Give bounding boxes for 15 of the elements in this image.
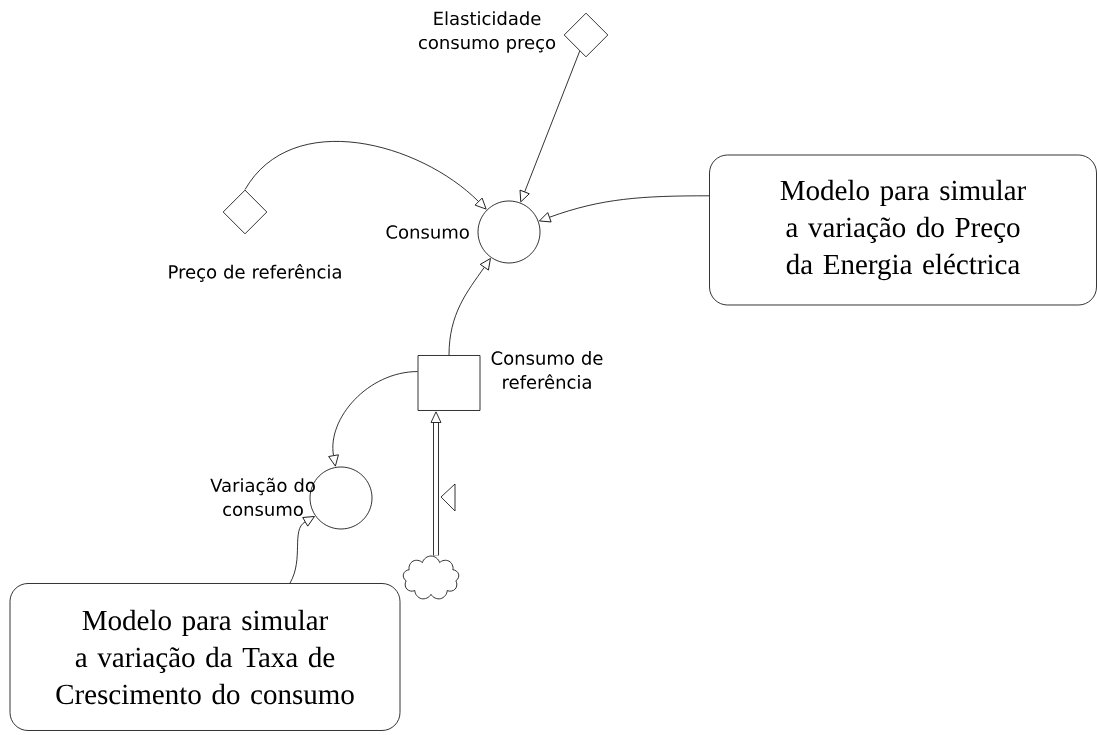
arrow [244, 141, 487, 210]
variable-label: Variação do consumo [210, 477, 315, 517]
model-box: Modelo para simular a variação da Taxa de Crescimento do consumo [9, 583, 401, 731]
arrow [328, 371, 418, 467]
flow-pipe [430, 411, 456, 556]
variable-label: Consumo de referência [491, 351, 603, 389]
variable-label: Preço de referência [169, 264, 341, 282]
variable-label: Consumo [386, 225, 469, 239]
arrow [448, 258, 491, 356]
arrow [289, 516, 315, 584]
model-box: Modelo para simular a variação do Preço da Energia eléctrica [709, 154, 1097, 306]
arrow [519, 50, 581, 203]
variable-label: Elasticidade consumo preço [418, 11, 556, 53]
cloud-symbol [402, 555, 460, 600]
arrow [539, 195, 710, 223]
